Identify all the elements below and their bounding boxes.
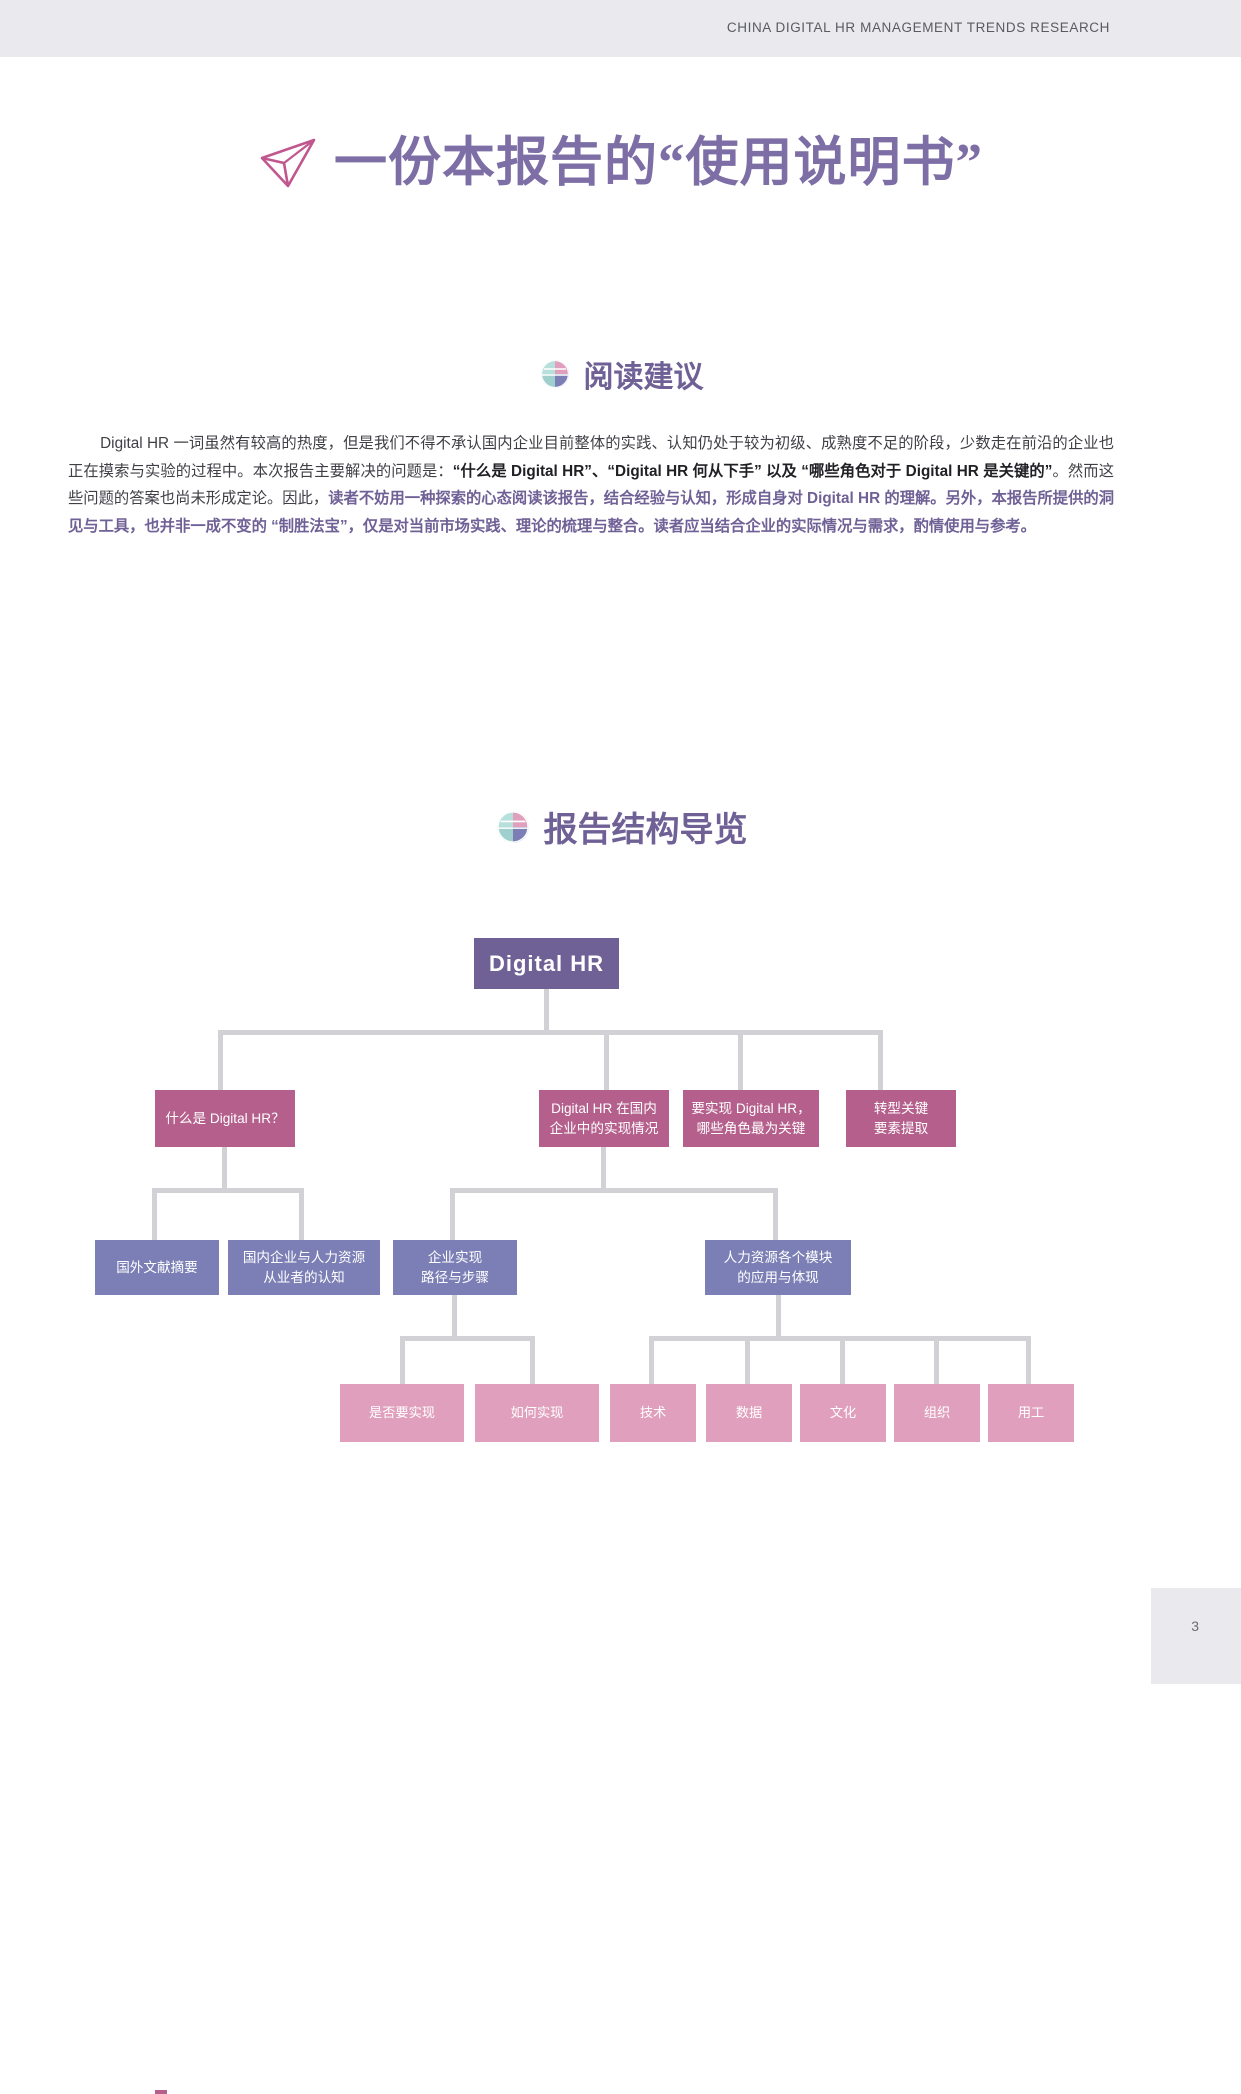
connector-drop-l1-c: [738, 1030, 743, 1090]
connector-drop-l3-5: [840, 1336, 845, 1384]
connector-l2-bus-a: [152, 1188, 304, 1193]
section-heading-report-structure: 报告结构导览: [0, 802, 1241, 851]
diagram-node-level3-5[interactable]: 组织: [894, 1384, 980, 1442]
node-label: 国内企业与人力资源 从业者的认知: [242, 1250, 366, 1285]
node-label: 是否要实现: [369, 1404, 435, 1420]
diagram-node-root[interactable]: Digital HR: [474, 938, 619, 989]
paper-plane-icon: [258, 130, 320, 192]
diagram-node-level1-1[interactable]: Digital HR 在国内 企业中的实现情况: [539, 1090, 669, 1147]
diagram-node-level2-0[interactable]: 国外文献摘要: [95, 1240, 219, 1295]
connector-drop-l2-a2: [299, 1188, 304, 1240]
report-structure-diagram: 什么是 Digital HR？ Digital HR 在国内 企业中的实现情况 …: [0, 900, 1241, 2094]
connector-drop-l2-b1: [450, 1188, 455, 1240]
diagram-node-level2-2[interactable]: 企业实现 路径与步骤: [393, 1240, 517, 1295]
diagram-node-level3-1[interactable]: 如何实现: [475, 1384, 599, 1442]
footer-bar: [1151, 1588, 1241, 1684]
node-label: 技术: [639, 1404, 667, 1420]
page-title-block: 一份本报告的“使用说明书”: [0, 120, 1241, 196]
node-label: 国外文献摘要: [116, 1259, 198, 1275]
connector-drop-l3-1: [400, 1336, 405, 1384]
connector-drop-l3-6: [934, 1336, 939, 1384]
connector-root-down: [544, 989, 549, 1034]
section-heading-reading-advice: 阅读建议: [0, 352, 1241, 396]
connector-level1-bus: [218, 1030, 883, 1035]
diagram-node-level1-0[interactable]: 什么是 Digital HR？: [155, 1090, 295, 1147]
paragraph-text-bold-1: “什么是 Digital HR”、“Digital HR 何从下手” 以及 “哪…: [452, 462, 1053, 480]
connector-l2d-down: [776, 1295, 781, 1340]
paragraph-text-plain-1: Digital HR 一词虽然有较高的热度，但是我们不得不承认国内企业目前整体的…: [68, 435, 1114, 480]
node-label: 转型关键 要素提取: [873, 1101, 929, 1136]
node-label: 文化: [829, 1404, 857, 1420]
connector-l1b-down: [601, 1147, 606, 1192]
node-label: 企业实现 路径与步骤: [421, 1250, 489, 1285]
diagram-node-level3-2[interactable]: 技术: [610, 1384, 696, 1442]
node-label: 数据: [735, 1404, 763, 1420]
diagram-node-level2-3[interactable]: 人力资源各个模块 的应用与体现: [705, 1240, 851, 1295]
diagram-node-what-is-digital-hr[interactable]: [155, 2090, 167, 2094]
diagram-node-level1-2[interactable]: 要实现 Digital HR， 哪些角色最为关键: [683, 1090, 819, 1147]
connector-l2c-down: [452, 1295, 457, 1340]
page-number: 3: [1191, 1618, 1199, 1634]
node-label: 组织: [923, 1404, 951, 1420]
connector-drop-l3-2: [530, 1336, 535, 1384]
connector-l2-bus-b: [450, 1188, 778, 1193]
paragraph-text-plain-2: 。然而这些问题的答案也尚未形成定论。因此，: [68, 462, 1114, 508]
connector-drop-l3-3: [649, 1336, 654, 1384]
node-label: Digital HR: [488, 950, 605, 976]
node-label: 用工: [1017, 1404, 1045, 1420]
connector-l1a-down: [222, 1147, 227, 1192]
node-label: 人力资源各个模块 的应用与体现: [723, 1250, 833, 1285]
reading-advice-paragraph: Digital HR 一词虽然有较高的热度，但是我们不得不承认国内企业目前整体的…: [68, 430, 1114, 540]
page-title: 一份本报告的“使用说明书”: [334, 134, 983, 192]
node-label: 如何实现: [510, 1404, 564, 1420]
node-label: 要实现 Digital HR， 哪些角色最为关键: [691, 1101, 811, 1136]
connector-drop-l1-b: [604, 1030, 609, 1090]
paragraph-text-highlight-1: 读者不妨用一种探索的心态阅读该报告，结合经验与认知，形成自身对 Digital …: [68, 490, 1114, 535]
section-title: 阅读建议: [583, 361, 704, 394]
diagram-node-level3-0[interactable]: 是否要实现: [340, 1384, 464, 1442]
pie-chart-icon: [538, 357, 572, 391]
diagram-node-level3-6[interactable]: 用工: [988, 1384, 1074, 1442]
section-title: 报告结构导览: [543, 812, 748, 849]
connector-drop-l2-a1: [152, 1188, 157, 1240]
diagram-node-level3-3[interactable]: 数据: [706, 1384, 792, 1442]
node-label: Digital HR 在国内 企业中的实现情况: [549, 1101, 659, 1136]
page-header-bar: CHINA DIGITAL HR MANAGEMENT TRENDS RESEA…: [0, 0, 1241, 57]
diagram-node-level3-4[interactable]: 文化: [800, 1384, 886, 1442]
connector-drop-l2-b2: [773, 1188, 778, 1240]
connector-l3-bus-left: [400, 1336, 535, 1341]
connector-drop-l3-4: [745, 1336, 750, 1384]
diagram-node-level1-3[interactable]: 转型关键 要素提取: [846, 1090, 956, 1147]
connector-drop-l1-a: [218, 1030, 223, 1090]
running-head: CHINA DIGITAL HR MANAGEMENT TRENDS RESEA…: [726, 20, 1110, 35]
pie-chart-icon: [494, 808, 532, 846]
node-label: 什么是 Digital HR？: [165, 1110, 285, 1126]
connector-drop-l1-d: [878, 1030, 883, 1090]
connector-drop-l3-7: [1026, 1336, 1031, 1384]
diagram-node-level2-1[interactable]: 国内企业与人力资源 从业者的认知: [228, 1240, 380, 1295]
